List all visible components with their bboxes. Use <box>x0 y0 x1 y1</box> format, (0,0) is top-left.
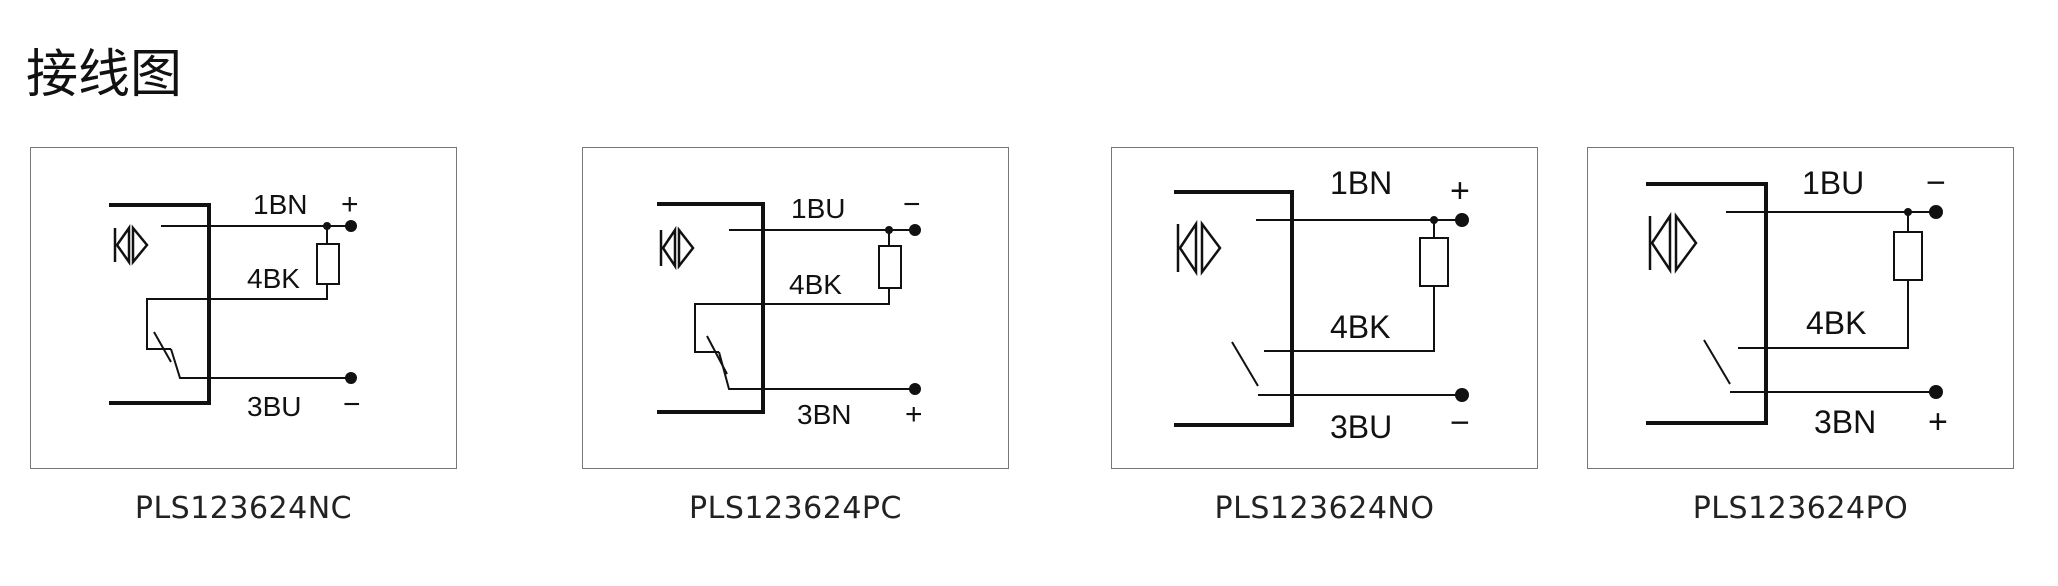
wiring-schematic-nc: 1BN + 4BK 3BU − <box>109 188 361 422</box>
terminal-bottom <box>1929 385 1943 399</box>
wire-output <box>1738 280 1909 349</box>
wiring-schematic-no: 1BN + 4BK 3BU − <box>1174 165 1470 445</box>
page-title: 接线图 <box>26 45 183 105</box>
switch-contact <box>1231 341 1259 387</box>
sensor-body-outline <box>657 202 765 414</box>
wire-bottom <box>170 348 349 379</box>
load-resistor <box>878 245 902 289</box>
wire-label-top: 1BU <box>791 193 845 224</box>
sensor-body-outline <box>1174 190 1294 427</box>
wire-label-mid: 4BK <box>247 263 300 294</box>
wire-bottom <box>718 351 913 390</box>
wiring-schematic-po: 1BU − 4BK 3BN + <box>1646 164 1948 441</box>
wiring-diagram-no: 1BN + 4BK 3BU − <box>1111 147 1538 469</box>
sign-top: − <box>1926 164 1946 202</box>
terminal-top <box>1455 213 1469 227</box>
wire-output <box>146 284 328 350</box>
inductive-sensor-icon <box>1648 211 1698 275</box>
sign-top: − <box>903 188 921 221</box>
sign-bottom: − <box>343 388 361 421</box>
terminal-top <box>909 224 921 236</box>
wire-label-top: 1BN <box>1330 165 1392 201</box>
junction-dot <box>1430 216 1438 224</box>
wire-label-mid: 4BK <box>1330 309 1390 345</box>
wiring-diagram-po: 1BU − 4BK 3BN + <box>1587 147 2014 469</box>
terminal-top <box>1929 205 1943 219</box>
load-resistor <box>1893 231 1923 281</box>
wire-label-mid: 4BK <box>1806 305 1866 341</box>
model-label-no: PLS123624NO <box>1214 491 1435 526</box>
wiring-diagram-nc: 1BN + 4BK 3BU − <box>30 147 457 469</box>
wire-label-bottom: 3BN <box>1814 404 1876 440</box>
sign-bottom: + <box>1928 403 1948 441</box>
inductive-sensor-icon <box>1176 219 1222 277</box>
model-label-pc: PLS123624PC <box>689 491 902 526</box>
terminal-bottom <box>1455 388 1469 402</box>
load-resistor <box>1419 237 1449 287</box>
terminal-top <box>345 220 357 232</box>
wiring-diagram-pc: 1BU − 4BK 3BN + <box>582 147 1009 469</box>
wire-output <box>1264 286 1435 352</box>
wire-label-mid: 4BK <box>789 269 842 300</box>
terminal-bottom <box>909 383 921 395</box>
wire-label-top: 1BN <box>253 189 307 220</box>
model-label-po: PLS123624PO <box>1692 491 1909 526</box>
model-label-nc: PLS123624NC <box>134 491 353 526</box>
load-resistor <box>316 243 340 285</box>
wiring-schematic-pc: 1BU − 4BK 3BN + <box>657 188 923 431</box>
terminal-bottom <box>345 372 357 384</box>
wire-label-bottom: 3BU <box>247 391 301 422</box>
sensor-body-outline <box>1646 182 1768 425</box>
wire-label-bottom: 3BN <box>797 399 851 430</box>
inductive-sensor-icon <box>659 225 695 271</box>
switch-contact <box>1703 339 1731 385</box>
sensor-body-outline <box>109 203 211 405</box>
sign-top: + <box>341 188 359 221</box>
wire-output <box>694 288 890 353</box>
wire-label-bottom: 3BU <box>1330 409 1392 445</box>
sign-top: + <box>1450 172 1470 210</box>
junction-dot <box>323 222 331 230</box>
junction-dot <box>1904 208 1912 216</box>
sign-bottom: − <box>1450 404 1470 442</box>
switch-contact <box>153 331 172 363</box>
junction-dot <box>885 226 893 234</box>
inductive-sensor-icon <box>113 224 149 266</box>
sign-bottom: + <box>905 398 923 431</box>
wire-label-top: 1BU <box>1802 165 1864 201</box>
